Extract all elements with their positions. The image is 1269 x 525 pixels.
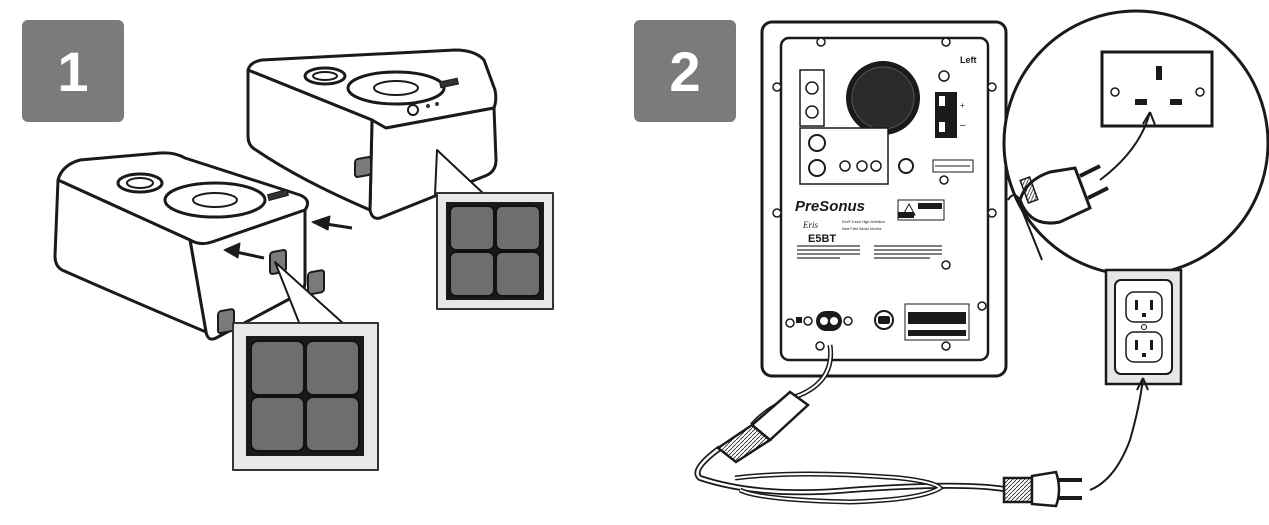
svg-text:+: + (960, 101, 965, 110)
trs-input-jack (808, 134, 826, 152)
step-2-badge: 2 (634, 20, 736, 122)
panel-screw (772, 37, 997, 351)
aux-jack (870, 160, 882, 172)
brand-logo: PreSonus (795, 198, 865, 215)
rca-left-jack (839, 160, 851, 172)
magnified-pad-callout-lower (232, 322, 379, 471)
subtitle-line-2: Near Field Studio Monitor (842, 227, 883, 231)
hf-knob (805, 81, 819, 95)
speaker-terminal-block (935, 92, 957, 138)
iec-connector (715, 390, 810, 464)
channel-label: Left (960, 55, 977, 65)
power-inlet (816, 311, 842, 331)
wall-outlet (1104, 268, 1183, 386)
placement-arrow (223, 215, 353, 260)
monitor-rear-panel: Left + – PreSonus (760, 20, 1008, 378)
callout-wedge (274, 149, 486, 326)
subtitle-line-1: Eris® 5-inch High-Definition (842, 220, 885, 224)
model-name: E5BT (808, 233, 836, 245)
power-cord (694, 344, 1149, 505)
series-logo: Eris (802, 220, 819, 230)
rca-right-jack (856, 160, 868, 172)
rear-speaker-cabinet (246, 48, 498, 220)
sub-out-jack (898, 158, 914, 174)
magnified-pad-callout (436, 192, 554, 310)
magnified-outlet-callout (1002, 9, 1269, 277)
step-1-number: 1 (57, 39, 89, 103)
lf-knob (805, 105, 819, 119)
outlet-faceplate (1100, 50, 1214, 128)
wall-plug (1002, 470, 1082, 508)
step-2-illustration: Left + – PreSonus (694, 9, 1269, 508)
svg-text:–: – (960, 120, 966, 131)
step-1-illustration (53, 48, 554, 471)
balanced-input-jack (808, 159, 826, 177)
step-2-number: 2 (669, 39, 701, 103)
pair-button (938, 70, 950, 82)
front-speaker-cabinet (53, 151, 310, 341)
step-1-badge: 1 (22, 20, 124, 122)
warning-text-block (797, 245, 942, 259)
